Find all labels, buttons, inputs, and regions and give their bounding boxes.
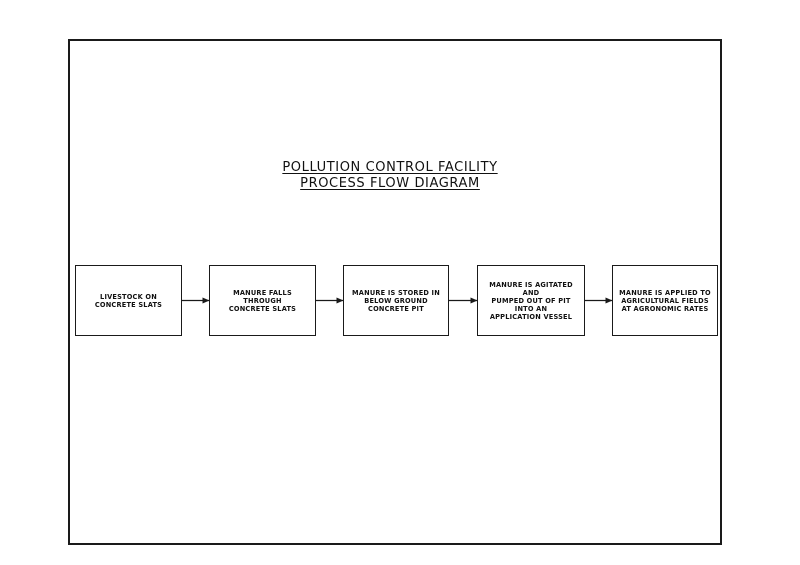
step-label: MANURE IS STORED IN BELOW GROUND CONCRET…	[352, 288, 440, 313]
step-label: MANURE IS APPLIED TO AGRICULTURAL FIELDS…	[619, 288, 711, 313]
step-label: LIVESTOCK ON CONCRETE SLATS	[94, 292, 163, 309]
step-manure-stored-in-pit: MANURE IS STORED IN BELOW GROUND CONCRET…	[343, 265, 449, 336]
step-livestock-on-slats: LIVESTOCK ON CONCRETE SLATS	[75, 265, 182, 336]
step-label: MANURE IS AGITATED AND PUMPED OUT OF PIT…	[489, 280, 573, 321]
step-manure-falls-through: MANURE FALLS THROUGH CONCRETE SLATS	[209, 265, 316, 336]
diagram-title: POLLUTION CONTROL FACILITY PROCESS FLOW …	[240, 160, 540, 192]
step-manure-agitated-pumped: MANURE IS AGITATED AND PUMPED OUT OF PIT…	[477, 265, 585, 336]
step-label: MANURE FALLS THROUGH CONCRETE SLATS	[228, 288, 297, 313]
drawing-border	[68, 39, 722, 545]
title-line-2: PROCESS FLOW DIAGRAM	[300, 176, 480, 191]
step-manure-applied-to-fields: MANURE IS APPLIED TO AGRICULTURAL FIELDS…	[612, 265, 718, 336]
title-line-1: POLLUTION CONTROL FACILITY	[282, 160, 498, 175]
